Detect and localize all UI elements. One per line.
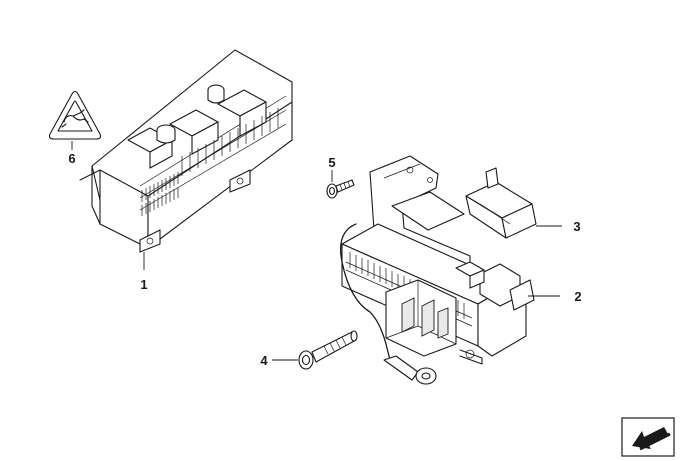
- callout-5: 5: [328, 155, 335, 170]
- warning-triangle-plug-icon: [48, 90, 102, 140]
- fuse-grille-1: [141, 172, 179, 216]
- callout-3: 3: [573, 219, 580, 234]
- callout-4: 4: [260, 353, 268, 368]
- callout-2: 2: [574, 289, 581, 304]
- fuse-box-secondary: [340, 155, 535, 385]
- callout-1: 1: [140, 277, 147, 292]
- bolt-part-4: [298, 330, 358, 370]
- callout-6: 6: [68, 151, 75, 166]
- fuse-box-main: [79, 49, 293, 253]
- nav-arrow-icon[interactable]: [621, 417, 675, 457]
- screw-part-5: [326, 179, 355, 199]
- cover-cap-part-3: [465, 167, 537, 239]
